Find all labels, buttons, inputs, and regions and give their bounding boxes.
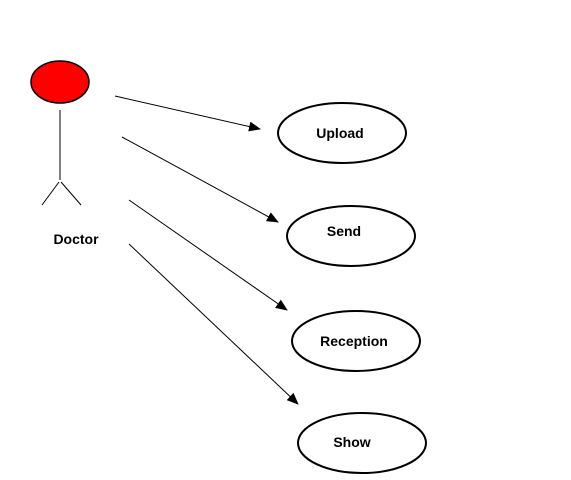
association-send bbox=[121, 136, 279, 223]
use-case-oval bbox=[297, 412, 427, 474]
actor-head bbox=[30, 60, 90, 104]
association-upload bbox=[114, 95, 261, 132]
use-case-show: Show bbox=[297, 412, 427, 474]
actor-left-leg bbox=[41, 181, 60, 206]
use-case-label: Send bbox=[327, 223, 361, 239]
use-case-label: Show bbox=[333, 434, 370, 450]
actor-right-leg bbox=[60, 181, 82, 206]
actor-doctor: Doctor bbox=[30, 60, 99, 247]
association-reception bbox=[128, 199, 288, 311]
use-case-reception: Reception bbox=[291, 310, 421, 372]
actor-label: Doctor bbox=[53, 231, 99, 247]
use-case-label: Reception bbox=[320, 333, 388, 349]
association-show bbox=[128, 243, 299, 405]
use-case-upload: Upload bbox=[277, 102, 407, 164]
associations bbox=[114, 95, 299, 405]
use-case-oval bbox=[291, 310, 421, 372]
use-case-oval bbox=[277, 102, 407, 164]
use-case-label: Upload bbox=[316, 125, 363, 141]
use-case-send: Send bbox=[286, 205, 416, 267]
use-case-oval bbox=[286, 205, 416, 267]
